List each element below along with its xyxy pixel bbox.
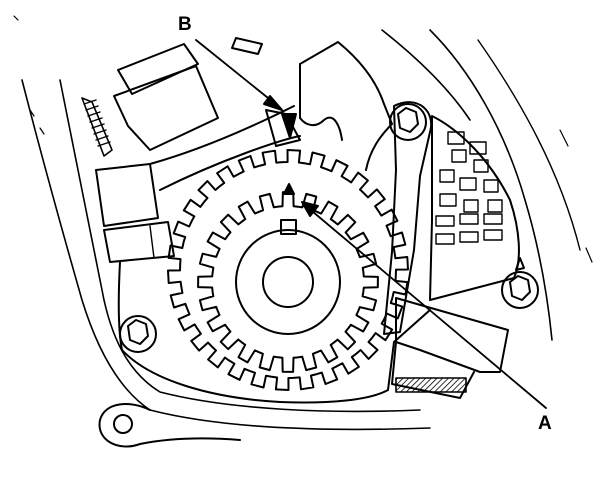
harness-coils xyxy=(83,99,111,147)
leader-a xyxy=(305,205,547,409)
gear-case-top xyxy=(159,135,301,191)
leader-b xyxy=(195,39,279,107)
wire-harness xyxy=(81,97,113,157)
left-bolt-hex xyxy=(127,319,149,345)
pointer-mark-b xyxy=(281,113,297,139)
engine-block-panel xyxy=(429,115,520,301)
leader-a-arrow xyxy=(301,201,319,217)
crank-sprocket xyxy=(197,191,379,373)
mounting-boss xyxy=(98,403,241,448)
panel-grid xyxy=(435,131,503,245)
upper-bracket xyxy=(117,43,199,95)
callout-label-b: B xyxy=(178,14,192,35)
sketch-marks xyxy=(13,15,593,263)
gear-case xyxy=(117,261,431,404)
connector-lower xyxy=(103,221,175,263)
tensioner-bolt-outer xyxy=(389,103,427,141)
small-tab xyxy=(231,37,263,55)
leader-b-arrow xyxy=(263,95,283,111)
cover-right-edge xyxy=(429,29,553,341)
cam-cover-lip xyxy=(299,63,343,141)
crank-hub-inner xyxy=(262,256,314,308)
housing-inner-edge xyxy=(59,79,421,413)
hatched-block xyxy=(395,377,467,393)
right-bolt-hex xyxy=(509,275,531,301)
tensioner-bolt-hex xyxy=(397,107,419,133)
mounting-hole xyxy=(113,414,133,434)
left-bolt-outer xyxy=(119,315,157,353)
cam-cover-top xyxy=(299,41,393,171)
crank-key xyxy=(280,219,297,235)
crank-hub-outer xyxy=(235,229,341,335)
timing-mark-a xyxy=(283,183,295,195)
outer-timing-sprocket xyxy=(167,149,409,391)
connector-upper xyxy=(95,163,159,227)
notch-housing xyxy=(265,109,301,147)
right-bolt-outer xyxy=(501,271,539,309)
upper-bracket-2 xyxy=(113,65,219,151)
cover-far-edge xyxy=(477,39,581,251)
cover-top-edge xyxy=(381,29,471,121)
connector-arm xyxy=(149,105,295,165)
housing-outer-edge xyxy=(21,79,431,431)
callout-label-a: A xyxy=(538,413,552,434)
